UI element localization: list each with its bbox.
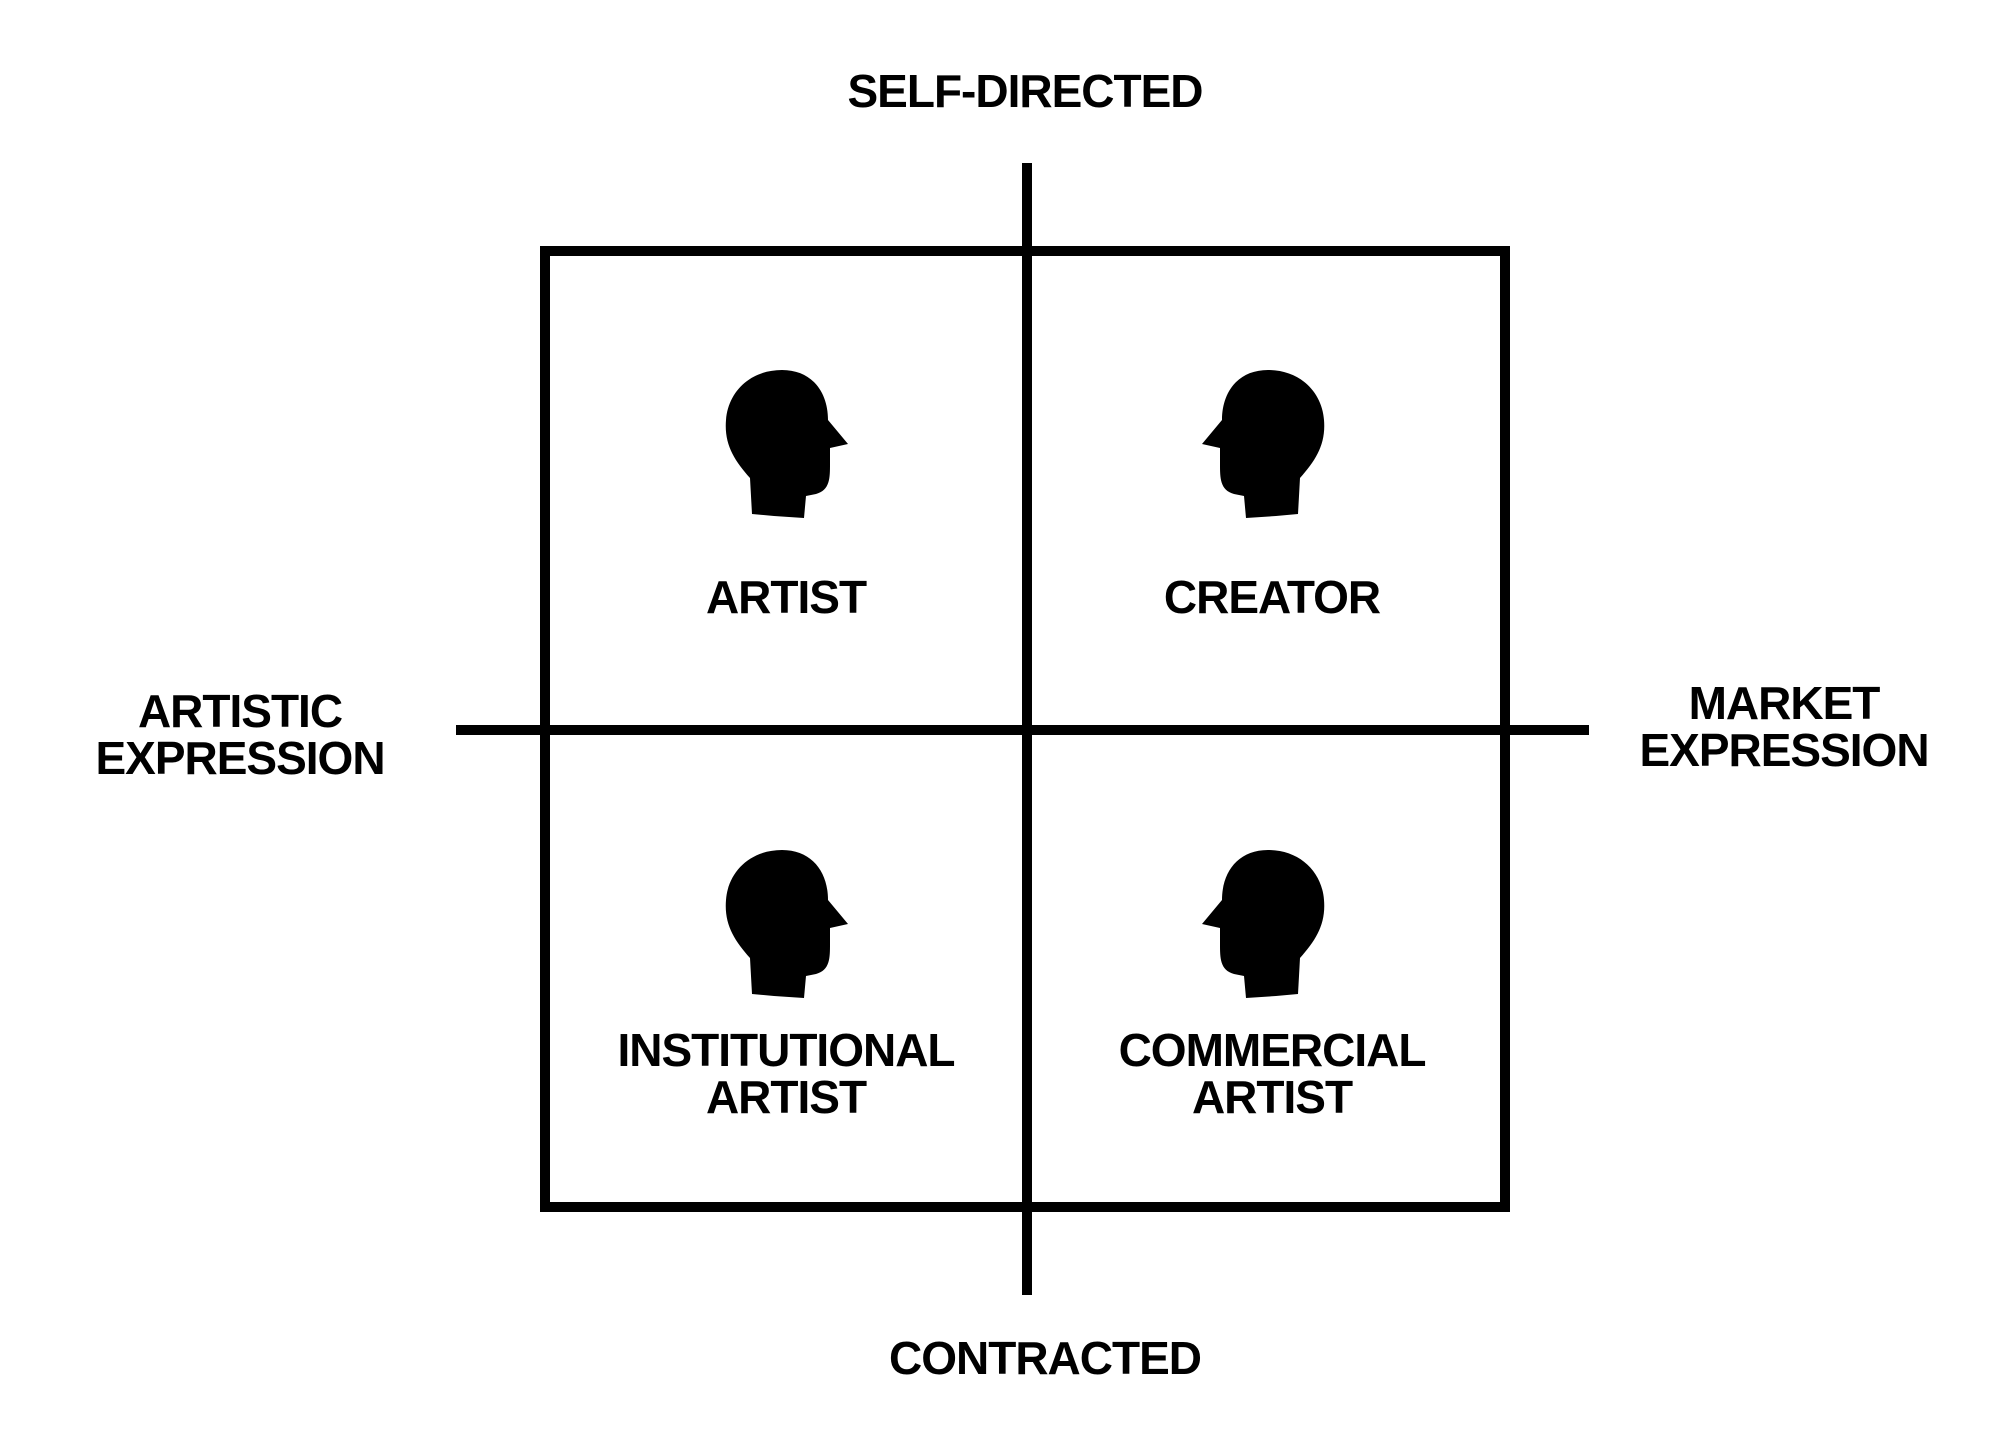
quadrant-label-bottom-left: INSTITUTIONAL ARTIST (560, 1027, 1012, 1121)
axis-label-bottom-text: CONTRACTED (889, 1332, 1202, 1384)
quadrant-label-line1: COMMERCIAL (1118, 1024, 1427, 1076)
head-silhouette-svg (725, 370, 848, 518)
quadrant-label-line2: ARTIST (1191, 1071, 1353, 1123)
quadrant-label-line2: ARTIST (705, 1071, 867, 1123)
axis-label-top-text: SELF-DIRECTED (847, 65, 1204, 117)
axis-label-left-line1: ARTISTIC (137, 685, 343, 737)
axis-label-top: SELF-DIRECTED (760, 68, 1290, 115)
quadrant-label-top-left: ARTIST (560, 574, 1012, 621)
axis-label-left: ARTISTIC EXPRESSION (60, 688, 420, 782)
axis-label-right: MARKET EXPRESSION (1604, 680, 1964, 774)
quadrant-label-text: ARTIST (705, 571, 867, 623)
axis-label-left-line2: EXPRESSION (95, 732, 385, 784)
head-silhouette-icon (724, 368, 848, 518)
horizontal-axis-line (456, 725, 1589, 735)
quadrant-label-line1: INSTITUTIONAL (617, 1024, 955, 1076)
axis-label-bottom: CONTRACTED (780, 1335, 1310, 1382)
head-silhouette-svg (1202, 850, 1325, 998)
quadrant-label-top-right: CREATOR (1044, 574, 1500, 621)
quadrant-label-text: CREATOR (1163, 571, 1381, 623)
quadrant-label-bottom-right: COMMERCIAL ARTIST (1044, 1027, 1500, 1121)
head-silhouette-icon (724, 848, 848, 998)
head-silhouette-icon (1202, 368, 1326, 518)
head-silhouette-svg (725, 850, 848, 998)
axis-label-right-line2: EXPRESSION (1639, 724, 1929, 776)
axis-label-right-line1: MARKET (1688, 677, 1881, 729)
head-silhouette-svg (1202, 370, 1325, 518)
head-silhouette-icon (1202, 848, 1326, 998)
